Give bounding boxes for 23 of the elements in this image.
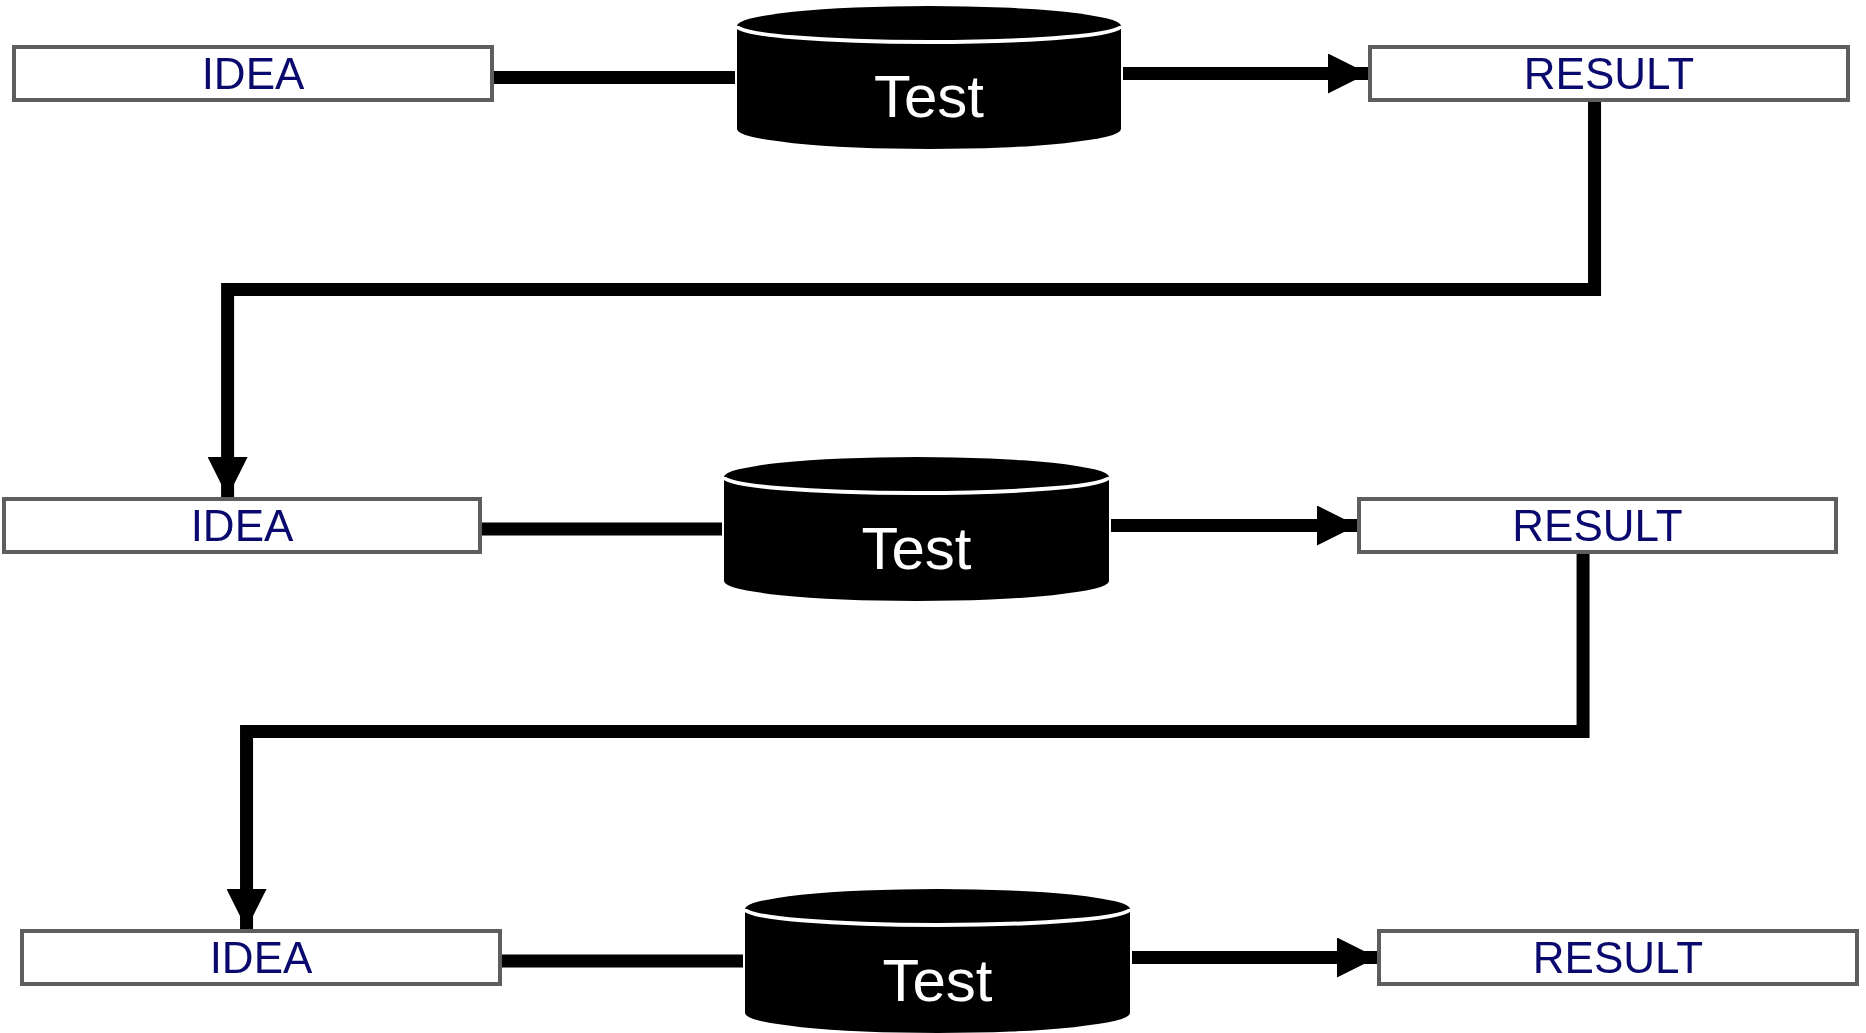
node-label: RESULT	[1512, 500, 1683, 551]
arrow	[1111, 505, 1357, 546]
node-label: IDEA	[201, 48, 305, 99]
process-box	[20, 929, 502, 986]
process-box	[1368, 45, 1850, 102]
node-label: RESULT	[1523, 48, 1695, 99]
process-box	[1377, 929, 1859, 986]
node-label: Test	[882, 945, 993, 1015]
arrow	[1132, 937, 1377, 978]
process-box	[1357, 497, 1838, 554]
node-label: IDEA	[209, 932, 313, 983]
node-label: RESULT	[1532, 932, 1704, 983]
cylinder-node	[743, 889, 1132, 1033]
arrow	[226, 554, 1590, 929]
node-label: IDEA	[190, 500, 294, 551]
process-box	[2, 497, 482, 554]
arrow	[207, 102, 1602, 497]
node-label: Test	[873, 62, 984, 131]
arrow	[1123, 53, 1368, 94]
cylinder-node	[722, 457, 1111, 601]
process-box	[12, 45, 494, 102]
cylinder-node	[735, 6, 1123, 149]
node-label: Test	[861, 513, 972, 583]
